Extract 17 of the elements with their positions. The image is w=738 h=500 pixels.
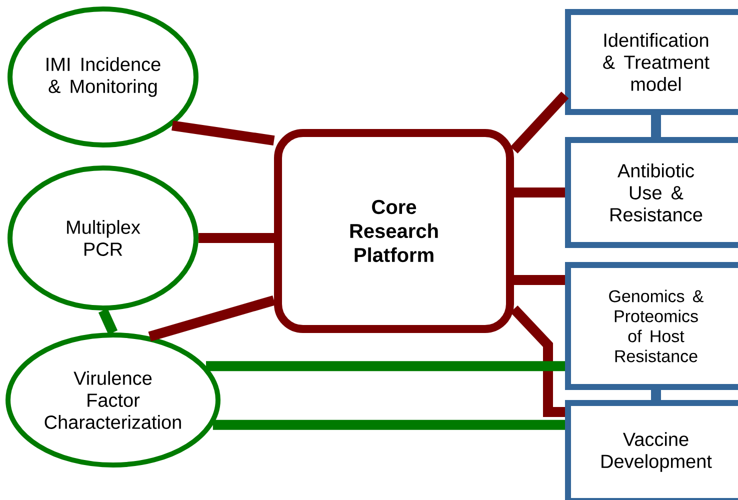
connector <box>206 361 565 372</box>
project-box: Genomics & Proteomics of Host Resistance <box>565 262 738 390</box>
connector <box>651 390 661 400</box>
connector <box>212 420 565 430</box>
connector <box>98 308 118 335</box>
connector <box>172 120 275 146</box>
platform-box: Core Research Platform <box>274 129 514 333</box>
connector <box>514 188 565 198</box>
connector <box>651 115 661 137</box>
connector <box>510 92 569 154</box>
project-box: Antibiotic Use & Resistance <box>565 137 738 248</box>
connector <box>148 295 276 342</box>
connector <box>514 275 565 285</box>
project-box: Identification & Treatment model <box>565 9 738 115</box>
project-box: Vaccine Development <box>565 400 738 500</box>
connector <box>510 306 565 417</box>
connector <box>198 233 274 243</box>
